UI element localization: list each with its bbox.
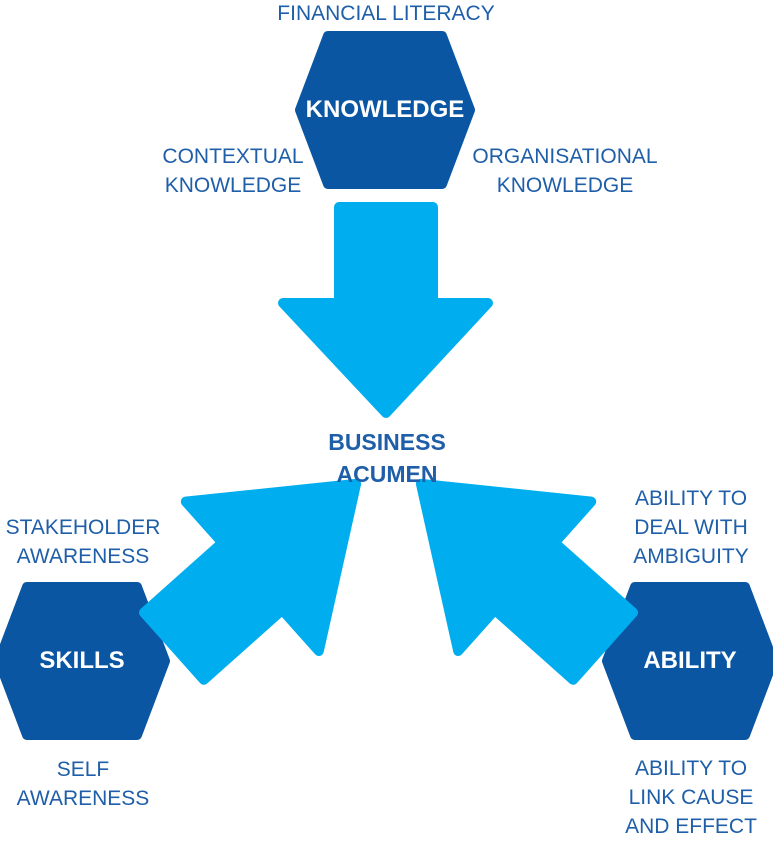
ability-cause-effect-line-3: AND EFFECT (625, 815, 757, 838)
knowledge-arrow (278, 202, 493, 418)
business-acumen-title: BUSINESS ACUMEN (287, 426, 487, 490)
ability-cause-effect-line-2: LINK CAUSE (628, 786, 754, 809)
self-awareness-label: SELF AWARENESS (0, 755, 166, 813)
center-line-2: ACUMEN (336, 461, 438, 487)
contextual-knowledge-line-2: KNOWLEDGE (164, 174, 302, 197)
stakeholder-awareness-line-2: AWARENESS (16, 545, 150, 568)
ability-ambiguity-label: ABILITY TO DEAL WITH AMBIGUITY (611, 484, 771, 571)
self-awareness-line-1: SELF (56, 758, 110, 781)
skills-arrow (138, 478, 362, 685)
organisational-knowledge-line-1: ORGANISATIONAL (472, 145, 658, 168)
stakeholder-awareness-label: STAKEHOLDER AWARENESS (0, 513, 166, 571)
ability-ambiguity-line-3: AMBIGUITY (633, 545, 749, 568)
skills-hexagon (0, 582, 170, 740)
organisational-knowledge-label: ORGANISATIONAL KNOWLEDGE (460, 142, 670, 200)
center-line-1: BUSINESS (328, 429, 446, 455)
ability-cause-effect-line-1: ABILITY TO (634, 757, 748, 780)
ability-ambiguity-line-1: ABILITY TO (634, 487, 748, 510)
ability-hexagon (602, 582, 773, 740)
contextual-knowledge-line-1: CONTEXTUAL (162, 145, 304, 168)
ability-arrow (415, 478, 639, 685)
self-awareness-line-2: AWARENESS (16, 787, 150, 810)
ability-title: ABILITY (643, 647, 737, 674)
knowledge-title: KNOWLEDGE (305, 96, 465, 123)
knowledge-hexagon (295, 31, 475, 189)
financial-literacy-label: FINANCIAL LITERACY (277, 2, 495, 25)
skills-title: SKILLS (39, 647, 125, 674)
stakeholder-awareness-line-1: STAKEHOLDER (5, 516, 161, 539)
ability-cause-effect-label: ABILITY TO LINK CAUSE AND EFFECT (611, 754, 771, 841)
organisational-knowledge-line-2: KNOWLEDGE (496, 174, 634, 197)
ability-ambiguity-line-2: DEAL WITH (634, 516, 748, 539)
contextual-knowledge-label: CONTEXTUAL KNOWLEDGE (133, 142, 333, 200)
